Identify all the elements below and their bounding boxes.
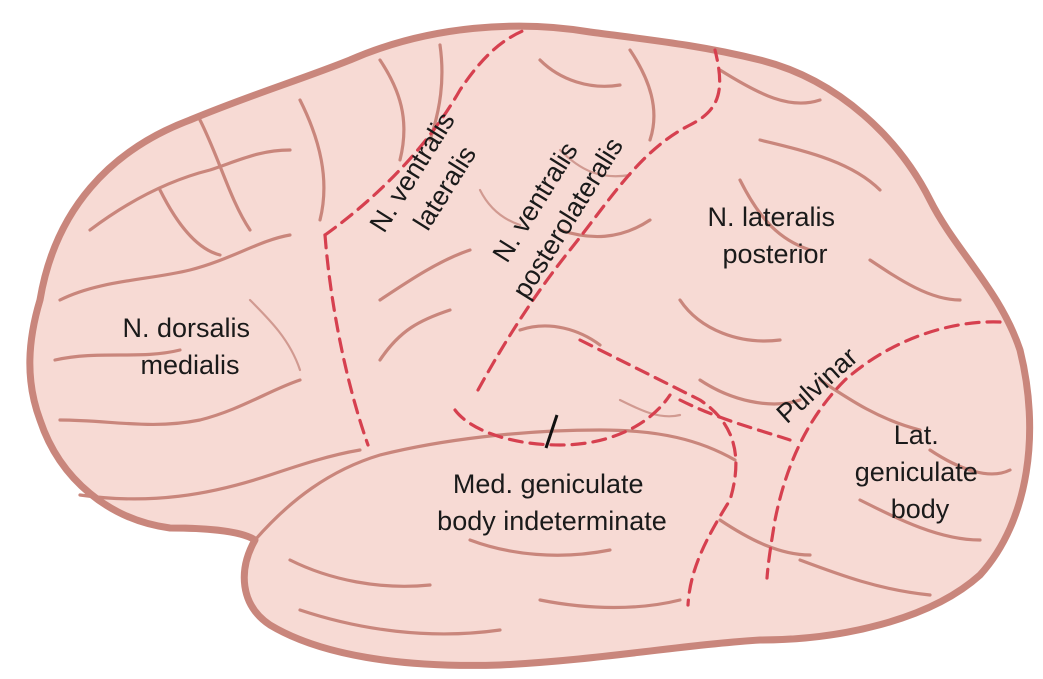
brain-outline <box>30 26 1030 665</box>
